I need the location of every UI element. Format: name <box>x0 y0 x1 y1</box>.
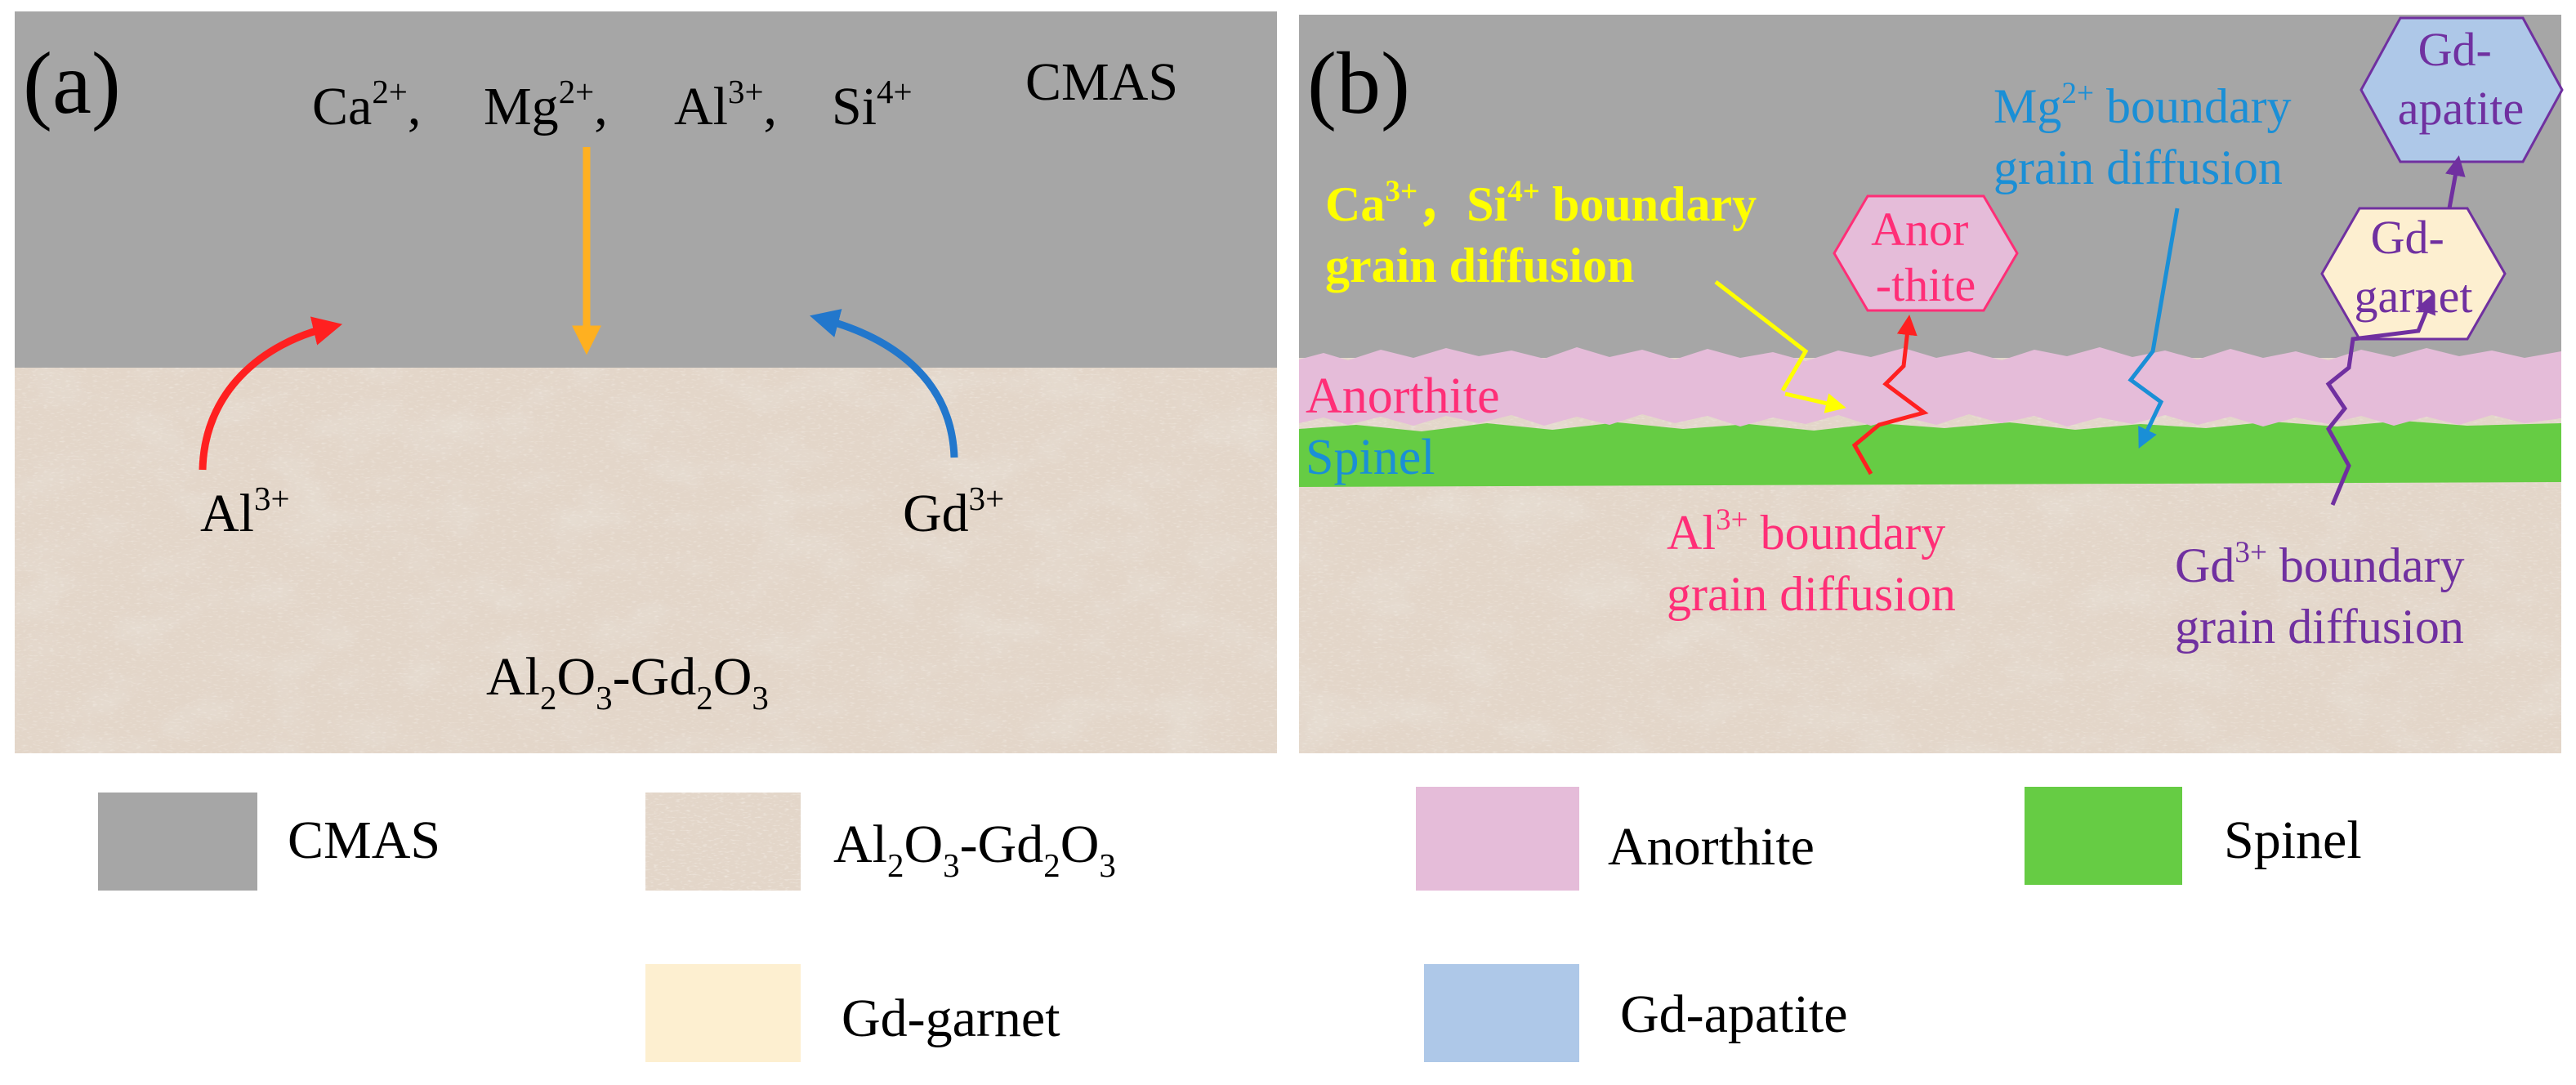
mg-diffusion-label: Mg2+ boundary grain diffusion <box>1993 77 2304 194</box>
panel-b-substrate-texture-fine <box>1299 358 2561 753</box>
legend-swatch-anorthite <box>1416 787 1579 891</box>
gd-outward-arrow <box>810 309 958 458</box>
spinel-layer <box>1299 421 2561 487</box>
anorthite-hexagon <box>1833 194 2019 312</box>
anorthite-layer-label: Anorthite <box>1306 368 1500 424</box>
anorthite-hexagon-text: Anor -thite <box>1871 203 1980 311</box>
ca-si-diffusion-label: Ca3+，Si4+ boundary grain diffusion <box>1325 175 1769 292</box>
legend-label-cmas: CMAS <box>288 810 440 870</box>
gd-apatite-hexagon <box>2359 16 2564 163</box>
spinel-layer-label: Spinel <box>1306 430 1435 485</box>
al-diffusion-path <box>1851 315 1929 476</box>
ca-si-inward-arrow <box>1784 391 1846 413</box>
panel-a-substrate-texture-fine <box>15 368 1277 753</box>
ion-al: Al <box>674 77 728 136</box>
ion-si: Si <box>832 77 877 136</box>
panel-a-cmas-region <box>15 11 1277 368</box>
legend-swatch-cmas <box>98 793 257 891</box>
ca-si-diffusion-path <box>1714 280 1809 392</box>
legend-label-spinel: Spinel <box>2224 810 2362 870</box>
panel-b-label: (b) <box>1307 35 1410 132</box>
legend-label-anorthite: Anorthite <box>1608 817 1815 877</box>
legend-swatch-substrate-texture <box>645 793 801 891</box>
panel-a-gd-ion: Gd3+ <box>903 480 1004 543</box>
legend-label-gd-apatite: Gd-apatite <box>1620 985 1848 1044</box>
panel-a-substrate-label: Al2O3-Gd2O3 <box>486 647 769 717</box>
panel-a-cmas-label: CMAS <box>1025 52 1178 112</box>
gd-diffusion-path <box>2325 292 2435 506</box>
panel-a-ion-list: Ca2+, Mg2+, Al3+, Si4+ <box>312 74 913 136</box>
legend-label-substrate: Al2O3-Gd2O3 <box>833 815 1116 884</box>
gd-diffusion-label: Gd3+ boundary grain diffusion <box>2175 536 2477 654</box>
panel-a: (a) CMAS Ca2+, Mg2+, Al3+, Si4+ Al3+ Gd3… <box>15 11 1277 753</box>
gd-apatite-hexagon-text: Gd- apatite <box>2398 23 2525 135</box>
legend-swatch-gd-garnet <box>645 964 801 1062</box>
legend: CMAS Al2O3-Gd2O3 Anorthite Spinel Gd-gar… <box>98 787 2362 1062</box>
al-diffusion-label: Al3+ boundary grain diffusion <box>1667 503 1958 621</box>
panel-b: (b) Ca3+，Si4+ boundary grain diffusion A… <box>1299 15 2564 753</box>
panel-a-label: (a) <box>23 35 121 132</box>
legend-swatch-gd-apatite <box>1424 964 1579 1062</box>
legend-label-gd-garnet: Gd-garnet <box>842 989 1060 1048</box>
gd-apatite-link <box>2445 155 2466 209</box>
anorthite-layer <box>1299 347 2561 426</box>
gd-garnet-hexagon-text: Gd- garnet <box>2355 211 2473 323</box>
al-outward-arrow <box>199 316 343 471</box>
panel-a-al-ion: Al3+ <box>200 480 290 543</box>
ion-ca: Ca <box>312 77 372 136</box>
legend-swatch-spinel <box>2025 787 2182 885</box>
ion-mg: Mg <box>484 77 559 136</box>
mg-diffusion-path <box>2127 208 2180 449</box>
